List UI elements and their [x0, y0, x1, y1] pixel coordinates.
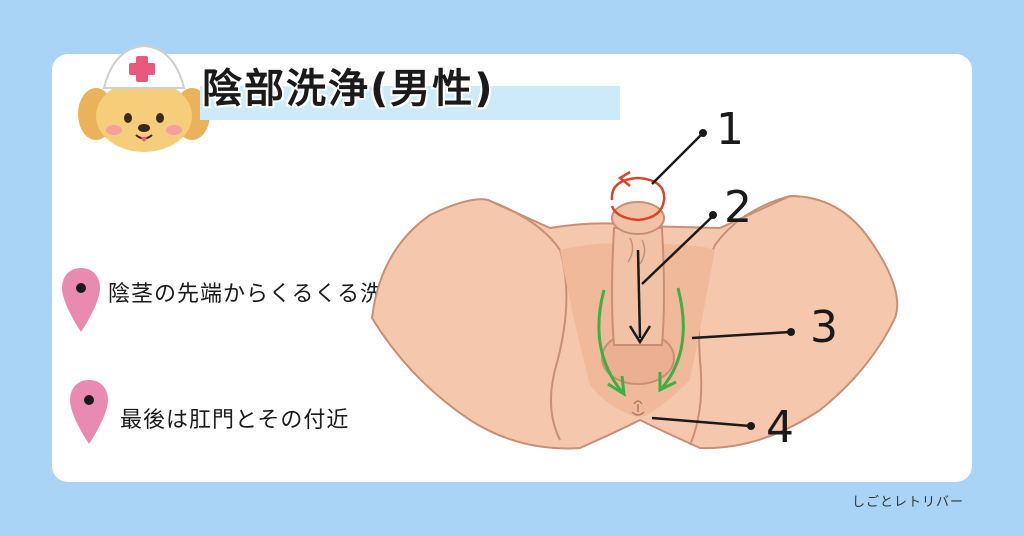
- map-pin-icon: [62, 268, 100, 332]
- map-pin-icon: [70, 380, 108, 444]
- left-green-arrow-icon: [597, 289, 624, 393]
- page-title: 陰部洗浄(男性): [202, 66, 495, 112]
- brand-label: しごとレトリバー: [851, 495, 964, 510]
- anus-mark: [631, 400, 645, 416]
- glans: [611, 201, 665, 235]
- down-arrow-icon: [636, 249, 642, 339]
- step-label-3: 3: [810, 302, 838, 353]
- step-label-2: 2: [724, 182, 752, 233]
- title-highlight: [200, 86, 620, 120]
- note-2-text: 最後は肛門とその付近: [120, 408, 350, 433]
- step-label-4: 4: [766, 402, 794, 453]
- right-green-arrow-icon: [660, 287, 685, 389]
- step-label-1: 1: [716, 104, 744, 155]
- note-1-text: 陰茎の先端からくるくる洗う: [108, 282, 407, 307]
